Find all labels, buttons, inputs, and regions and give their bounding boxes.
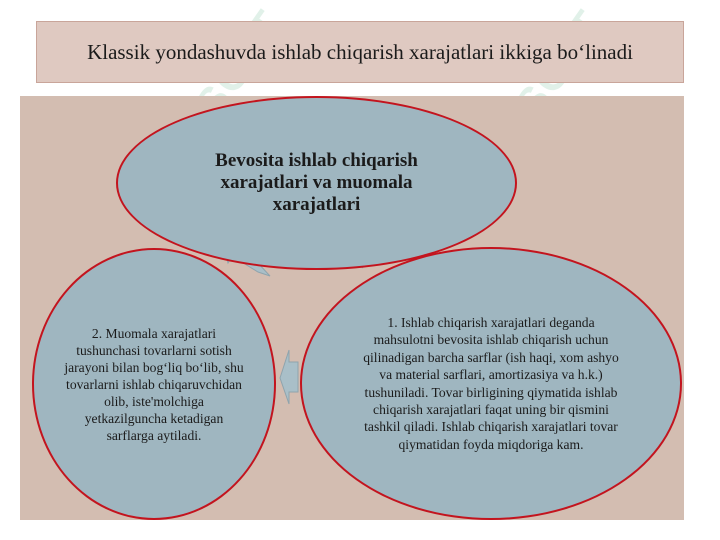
node-left-text: 2. Muomala xarajatlari tushunchasi tovar… bbox=[64, 325, 244, 443]
node-right-text: 1. Ishlab chiqarish xarajatlari deganda … bbox=[363, 314, 619, 452]
node-top-text: Bevosita ishlab chiqarish xarajatlari va… bbox=[215, 150, 418, 215]
arrow-right-to-left bbox=[279, 349, 299, 405]
slide-title: Klassik yondashuvda ishlab chiqarish xar… bbox=[36, 21, 684, 83]
node-right: 1. Ishlab chiqarish xarajatlari deganda … bbox=[300, 247, 682, 520]
slide-title-text: Klassik yondashuvda ishlab chiqarish xar… bbox=[87, 39, 633, 64]
node-top: Bevosita ishlab chiqarish xarajatlari va… bbox=[116, 96, 517, 270]
node-left: 2. Muomala xarajatlari tushunchasi tovar… bbox=[32, 248, 276, 520]
